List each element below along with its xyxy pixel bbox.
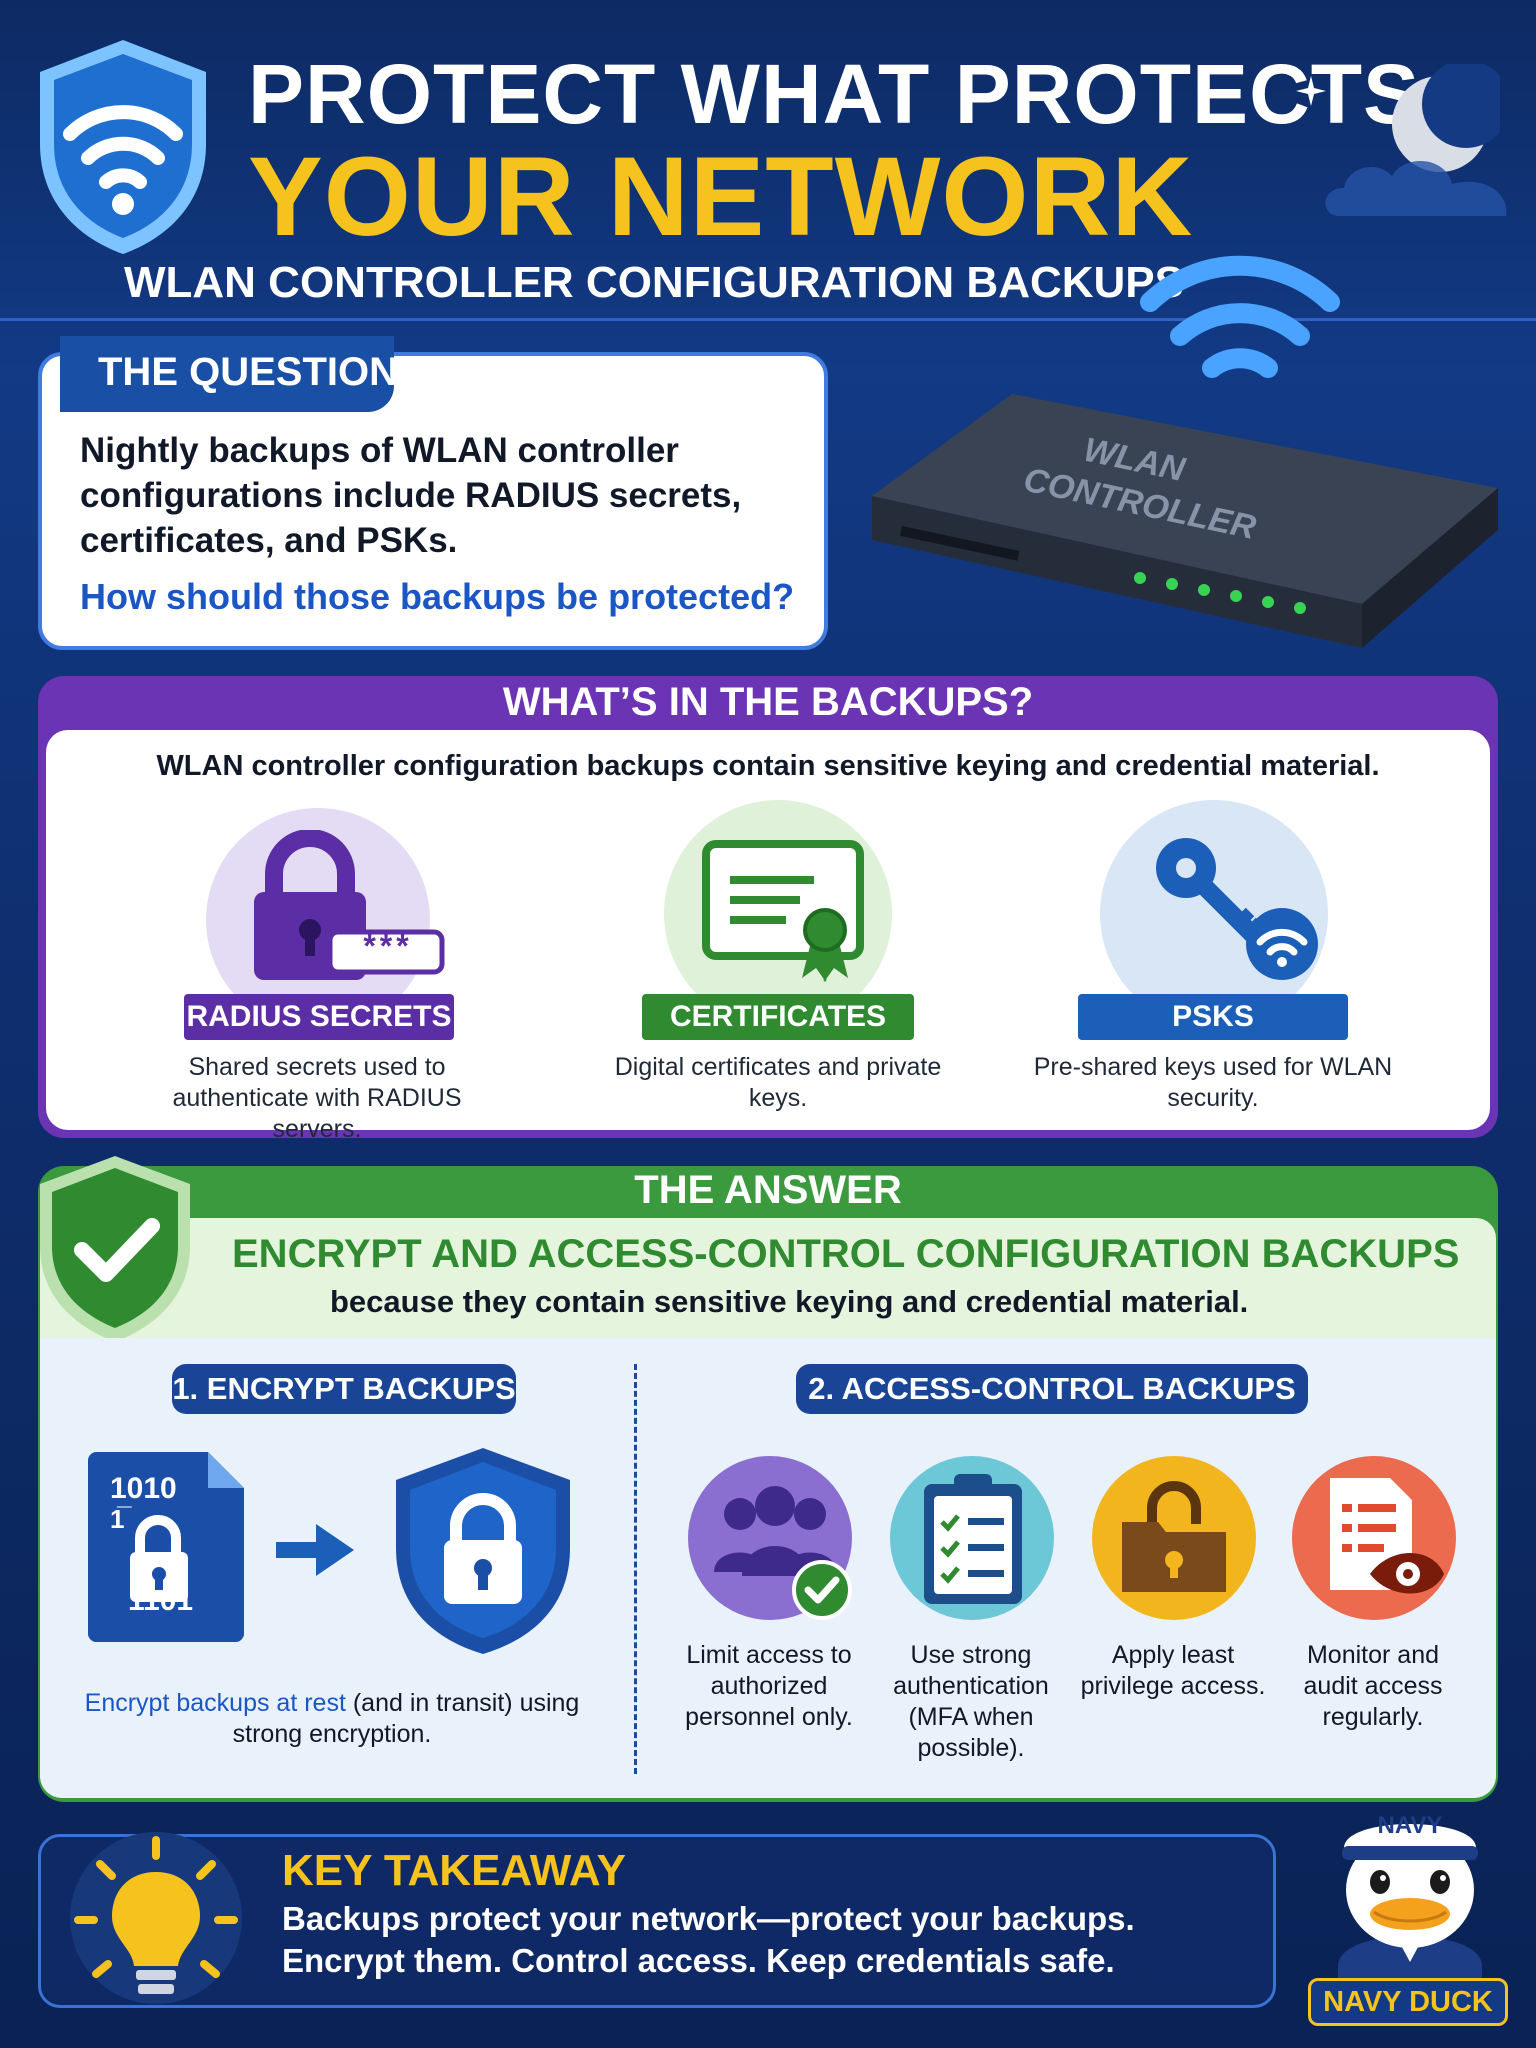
wlan-controller-device: WLAN CONTROLLER xyxy=(872,394,1498,648)
answer-title: THE ANSWER xyxy=(634,1168,902,1212)
backups-title: WHAT’S IN THE BACKUPS? xyxy=(502,680,1034,724)
password-mask: *** xyxy=(363,928,413,964)
clipboard-checklist-icon xyxy=(924,1474,1022,1604)
radius-secrets-label: RADIUS SECRETS xyxy=(184,994,454,1040)
moon-icon xyxy=(1392,64,1500,172)
question-card xyxy=(38,352,828,650)
access-item-2-desc: Use strong authentication (MFA when poss… xyxy=(893,1641,1049,1762)
radius-secrets-desc: Shared secrets used to authenticate with… xyxy=(172,1053,462,1143)
cloud-icon xyxy=(1325,161,1507,216)
sparkle-icon xyxy=(1296,76,1326,106)
psks-label: PSKS xyxy=(1078,994,1348,1040)
mascot-hat-text: NAVY xyxy=(1377,1812,1443,1839)
access-item-4-desc: Monitor and audit access regularly. xyxy=(1303,1641,1443,1731)
file-bits-bottom: 1101 xyxy=(128,1584,194,1617)
answer-headline: ENCRYPT AND ACCESS-CONTROL CONFIGURATION… xyxy=(232,1232,1460,1276)
title-line-2: YOUR NETWORK xyxy=(248,134,1194,259)
key-takeaway-line-1: Backups protect your network—protect you… xyxy=(282,1900,1135,1937)
encrypt-desc: Encrypt backups at rest (and in transit)… xyxy=(62,1688,602,1750)
answer-headline-band xyxy=(40,1218,1496,1338)
file-bits-top: 1010 xyxy=(110,1472,177,1505)
certificates-label: CERTIFICATES xyxy=(642,994,914,1040)
encrypt-backups-pill: 1. ENCRYPT BACKUPS xyxy=(172,1364,516,1414)
encrypt-desc-highlight: Encrypt backups at rest xyxy=(84,1689,346,1717)
question-body: Nightly backups of WLAN controller confi… xyxy=(80,431,742,560)
access-item-1-desc: Limit access to authorized personnel onl… xyxy=(685,1641,853,1731)
padlock-password-icon xyxy=(254,830,445,980)
navy-duck-mascot xyxy=(1338,1824,1482,1986)
document-eye-icon xyxy=(1330,1478,1444,1594)
key-takeaway-box xyxy=(38,1834,1276,2008)
key-wifi-icon xyxy=(1156,838,1318,980)
answer-subheadline: because they contain sensitive keying an… xyxy=(330,1284,1249,1319)
arrow-right-icon xyxy=(276,1524,354,1576)
certificate-icon xyxy=(702,840,864,982)
wifi-shield-icon xyxy=(40,40,206,254)
answer-divider xyxy=(634,1364,637,1774)
lock-shield-icon xyxy=(396,1448,570,1654)
mascot-label: NAVY DUCK xyxy=(1308,1978,1508,2026)
users-check-icon xyxy=(714,1486,852,1620)
title-line-1: PROTECT WHAT PROTECTS xyxy=(248,47,1421,141)
question-tab-label: THE QUESTION xyxy=(98,350,399,394)
access-control-pill: 2. ACCESS-CONTROL BACKUPS xyxy=(796,1364,1308,1414)
key-takeaway-line-2: Encrypt them. Control access. Keep crede… xyxy=(282,1942,1115,1979)
key-takeaway-title: KEY TAKEAWAY xyxy=(282,1846,626,1895)
encrypted-file-icon xyxy=(88,1452,244,1642)
certificates-desc: Digital certificates and private keys. xyxy=(614,1053,942,1112)
folder-lock-icon xyxy=(1122,1481,1226,1592)
access-item-3-desc: Apply least privilege access. xyxy=(1080,1641,1266,1700)
file-bits-mid: 1̅ xyxy=(110,1504,125,1534)
lightbulb-icon xyxy=(70,1832,242,2004)
question-tab xyxy=(60,336,394,412)
check-shield-icon xyxy=(40,1156,190,1342)
wifi-waves-icon xyxy=(1140,255,1340,378)
backups-subtitle: WLAN controller configuration backups co… xyxy=(156,750,1380,782)
encrypt-desc-rest: (and in transit) using strong encryption… xyxy=(232,1689,580,1748)
header-divider xyxy=(0,318,1536,321)
psks-desc: Pre-shared keys used for WLAN security. xyxy=(1033,1053,1393,1112)
subtitle: WLAN CONTROLLER CONFIGURATION BACKUPS xyxy=(124,258,1184,307)
question-ask: How should those backups be protected? xyxy=(80,576,795,617)
